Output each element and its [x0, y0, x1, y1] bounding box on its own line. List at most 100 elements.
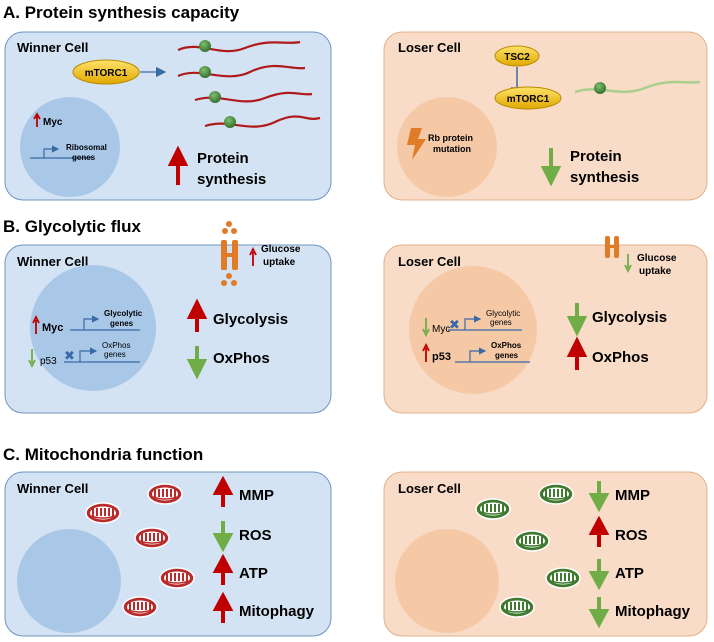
protein-synthesis-down-arrow	[540, 148, 562, 187]
winner-atp-arrow	[212, 553, 234, 585]
loser-mitochondria	[475, 483, 581, 618]
myc-down-arrow-loser	[422, 318, 430, 338]
protein-synthesis-up-arrow	[167, 145, 189, 185]
protein-synthesis-label-2-loser: synthesis	[570, 169, 639, 186]
rb-mutation-label-1: Rb protein	[428, 133, 473, 143]
loser-mito-icon-1	[538, 483, 574, 505]
myc-label-a: Myc	[43, 117, 63, 128]
p53-label-winner: p53	[40, 356, 57, 367]
winner-mito-icon-5	[122, 596, 158, 618]
myc-label-loser: Myc	[432, 324, 450, 335]
tsc2-pill	[494, 45, 540, 67]
glycolysis-down-arrow-loser	[566, 303, 588, 337]
glycolysis-label-winner: Glycolysis	[213, 311, 288, 328]
loser-mmp-arrow	[588, 481, 610, 513]
glycolytic-genes-label-1-loser: Glycolytic	[486, 309, 520, 318]
glycolytic-genes-label-2: genes	[110, 319, 134, 328]
lightning-icon	[407, 128, 426, 160]
glucose-uptake-label-1-winner: Glucose	[261, 244, 301, 255]
oxphos-up-arrow-loser	[566, 336, 588, 370]
rb-mutation-label-2: mutation	[433, 144, 471, 154]
winner-mmp-arrow	[212, 475, 234, 507]
section-title-c: C. Mitochondria function	[3, 445, 203, 464]
loser-mmp-label: MMP	[615, 487, 650, 504]
loser-ros-label: ROS	[615, 527, 648, 544]
protein-synthesis-label-1-a: Protein	[197, 150, 249, 167]
loser-mito-icon-3	[514, 530, 550, 552]
section-title-b: B. Glycolytic flux	[3, 217, 141, 236]
loser-mitophagy-label: Mitophagy	[615, 603, 691, 620]
glycolytic-gene-promoter	[70, 319, 140, 331]
oxphos-label-loser: OxPhos	[592, 349, 649, 366]
winner-title-b: Winner Cell	[17, 254, 88, 269]
glucose-uptake-label-2-loser: uptake	[639, 266, 672, 277]
myc-up-arrow-a	[33, 112, 41, 127]
winner-nucleus-c	[17, 529, 121, 633]
oxphos-label-winner: OxPhos	[213, 350, 270, 367]
winner-mitophagy-label: Mitophagy	[239, 603, 315, 620]
protein-synthesis-label-2-a: synthesis	[197, 171, 266, 188]
loser-title-b: Loser Cell	[398, 254, 461, 269]
oxphos-genes-label-2-winner: genes	[104, 350, 126, 359]
loser-nucleus-a	[397, 97, 497, 197]
glycolysis-up-arrow-winner	[186, 298, 208, 332]
oxphos-genes-label-1-loser: OxPhos	[491, 341, 522, 350]
loser-mito-icon-5	[499, 596, 535, 618]
ribosome-icons	[199, 40, 236, 128]
loser-ros-arrow	[588, 515, 610, 547]
block-icon-winner: ✖	[64, 349, 75, 364]
oxphos-down-arrow-winner	[186, 346, 208, 380]
winner-mito-icon-4	[159, 567, 195, 589]
protein-synthesis-label-1-loser: Protein	[570, 148, 622, 165]
glucose-transporter-icon-loser	[605, 236, 619, 258]
winner-mitophagy-arrow	[212, 591, 234, 623]
glycolytic-gene-promoter-loser	[448, 319, 522, 331]
winner-title-a: Winner Cell	[17, 40, 88, 55]
winner-nucleus-b	[30, 265, 156, 391]
glucose-transporter-icon	[221, 221, 238, 286]
myc-label-b: Myc	[42, 322, 63, 334]
loser-mitophagy-arrow	[588, 597, 610, 629]
ribosome-icon-loser	[594, 82, 606, 94]
winner-title-c: Winner Cell	[17, 481, 88, 496]
oxphos-genes-label-2-loser: genes	[495, 351, 519, 360]
mtorc1-label-loser: mTORC1	[507, 94, 550, 105]
mtorc1-pill-loser	[494, 86, 562, 110]
winner-mito-icon-3	[134, 527, 170, 549]
loser-atp-arrow	[588, 559, 610, 591]
winner-ros-arrow	[212, 521, 234, 553]
glycolytic-genes-label-2-loser: genes	[490, 318, 512, 327]
ribosomal-genes-1: Ribosomal	[66, 143, 107, 152]
glucose-down-arrow-loser	[624, 254, 632, 274]
glucose-uptake-label-1-loser: Glucose	[637, 253, 677, 264]
winner-mmp-label: MMP	[239, 487, 274, 504]
p53-label-loser: p53	[432, 351, 451, 363]
tsc2-label: TSC2	[504, 52, 530, 63]
winner-mitochondria	[85, 483, 195, 618]
glycolytic-genes-label-1: Glycolytic	[104, 309, 143, 318]
myc-up-arrow-b	[32, 314, 40, 334]
loser-title-c: Loser Cell	[398, 481, 461, 496]
loser-atp-label: ATP	[615, 565, 644, 582]
section-title-a: A. Protein synthesis capacity	[3, 3, 240, 22]
loser-nucleus-c	[395, 529, 499, 633]
oxphos-genes-label-1-winner: OxPhos	[102, 341, 130, 350]
loser-title-a: Loser Cell	[398, 40, 461, 55]
winner-ros-label: ROS	[239, 527, 272, 544]
glucose-up-arrow-winner	[249, 246, 257, 266]
oxphos-gene-promoter-winner	[64, 351, 140, 363]
loser-mito-icon-4	[545, 567, 581, 589]
winner-atp-label: ATP	[239, 565, 268, 582]
mtorc1-label: mTORC1	[85, 68, 128, 79]
gene-promoter-a	[30, 149, 92, 159]
loser-effects-c: MMP ROS ATP Mitophagy	[588, 481, 691, 629]
p53-down-arrow-winner	[28, 349, 36, 369]
glycolysis-label-loser: Glycolysis	[592, 309, 667, 326]
winner-nucleus-a	[20, 97, 120, 197]
p53-up-arrow-loser	[422, 342, 430, 362]
loser-mito-icon-2	[475, 498, 511, 520]
ribosomal-genes-2: genes	[72, 153, 96, 162]
winner-mito-icon-1	[147, 483, 183, 505]
glucose-uptake-label-2-winner: uptake	[263, 257, 296, 268]
